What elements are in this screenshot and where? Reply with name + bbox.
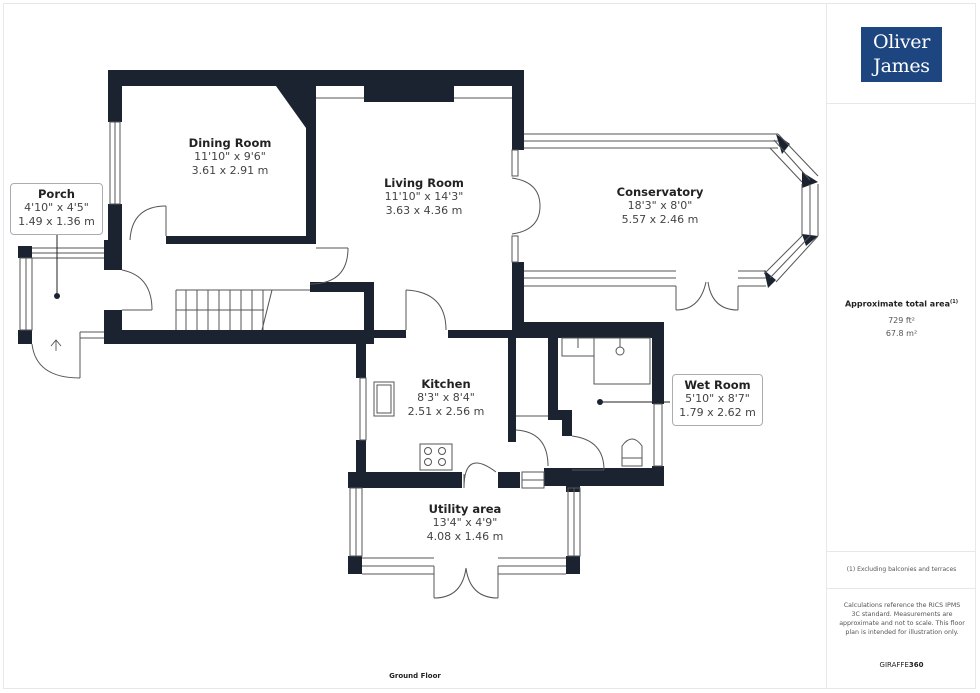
brand-mark: GIRAFFE360 — [879, 661, 924, 669]
room-name: Kitchen — [421, 377, 471, 391]
area-m: 67.8 m² — [885, 328, 918, 338]
total-area-title: Approximate total area(1) — [844, 299, 959, 309]
page-frame — [3, 3, 976, 689]
room-name: Wet Room — [684, 378, 751, 392]
info-panel: Oliver James Approximate total area(1) 7… — [826, 3, 976, 689]
logo-cell: Oliver James — [827, 3, 976, 104]
room-imperial: 13'4" x 4'9" — [432, 516, 498, 529]
room-imperial: 4'10" x 4'5" — [24, 201, 89, 214]
room-name: Dining Room — [188, 136, 272, 150]
room-name: Living Room — [384, 176, 464, 190]
footnote-marker: (1) — [949, 299, 959, 305]
room-label-dining: Dining Room 11'10" x 9'6" 3.61 x 2.91 m — [170, 136, 290, 178]
room-imperial: 5'10" x 8'7" — [685, 392, 750, 405]
room-metric: 2.51 x 2.56 m — [407, 405, 485, 418]
room-imperial: 11'10" x 14'3" — [384, 190, 464, 203]
area-ft: 729 ft² — [888, 315, 915, 325]
room-name: Porch — [37, 187, 75, 201]
room-imperial: 18'3" x 8'0" — [627, 199, 693, 212]
room-metric: 4.08 x 1.46 m — [426, 530, 504, 543]
room-metric: 3.61 x 2.91 m — [191, 164, 269, 177]
room-label-conservatory: Conservatory 18'3" x 8'0" 5.57 x 2.46 m — [600, 185, 720, 227]
logo-line-2: James — [873, 55, 930, 77]
room-metric: 5.57 x 2.46 m — [621, 213, 699, 226]
room-name: Utility area — [428, 502, 502, 516]
room-name: Conservatory — [616, 185, 704, 199]
agency-logo: Oliver James — [861, 27, 942, 82]
room-label-porch: Porch 4'10" x 4'5" 1.49 x 1.36 m — [10, 183, 103, 235]
room-imperial: 11'10" x 9'6" — [194, 150, 266, 163]
logo-line-1: Oliver — [873, 31, 930, 53]
floor-plan — [18, 70, 819, 599]
room-imperial: 8'3" x 8'4" — [417, 391, 475, 404]
room-metric: 1.49 x 1.36 m — [18, 215, 95, 228]
room-label-wetroom: Wet Room 5'10" x 8'7" 1.79 x 2.62 m — [672, 374, 763, 426]
room-metric: 3.63 x 4.36 m — [385, 204, 463, 217]
room-label-kitchen: Kitchen 8'3" x 8'4" 2.51 x 2.56 m — [386, 377, 506, 419]
footnote: (1) Excluding balconies and terraces — [827, 551, 976, 589]
disclaimer: Calculations reference the RICS IPMS 3C … — [839, 602, 965, 636]
room-metric: 1.79 x 2.62 m — [679, 406, 756, 419]
room-label-utility: Utility area 13'4" x 4'9" 4.08 x 1.46 m — [405, 502, 525, 544]
room-label-living: Living Room 11'10" x 14'3" 3.63 x 4.36 m — [364, 176, 484, 218]
floor-label: Ground Floor — [389, 672, 441, 680]
total-area: Approximate total area(1) 729 ft² 67.8 m… — [827, 299, 976, 338]
